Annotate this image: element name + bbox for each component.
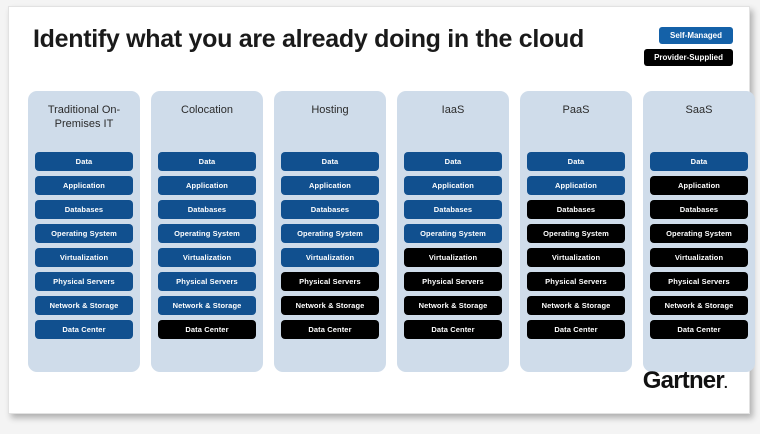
layer-pill: Physical Servers: [281, 272, 379, 291]
slide-card: Identify what you are already doing in t…: [8, 6, 755, 414]
gartner-logo-text: Gartner: [642, 367, 725, 394]
layer-pill: Network & Storage: [650, 296, 748, 315]
layer-pill: Data Center: [527, 320, 625, 339]
column-header: Hosting: [311, 104, 349, 116]
layer-pill: Operating System: [281, 224, 379, 243]
layer-pill: Application: [527, 176, 625, 195]
column-header: PaaS: [562, 104, 590, 116]
layer-pill: Application: [35, 176, 133, 195]
layer-pill: Virtualization: [158, 248, 256, 267]
column-header: Colocation: [181, 104, 233, 116]
layer-pill: Network & Storage: [158, 296, 256, 315]
layer-pill: Data: [404, 152, 502, 171]
layer-pill: Databases: [650, 200, 748, 219]
layer-pill: Databases: [281, 200, 379, 219]
layer-pill: Virtualization: [650, 248, 748, 267]
layer-pill: Data: [281, 152, 379, 171]
layer-pill: Operating System: [404, 224, 502, 243]
column-header: SaaS: [685, 104, 713, 116]
column-header: IaaS: [441, 104, 465, 116]
layer-pill: Data: [158, 152, 256, 171]
layer-pill: Virtualization: [404, 248, 502, 267]
legend-self-managed: Self-Managed: [659, 27, 733, 44]
gartner-logo: Gartner.: [642, 367, 728, 395]
layer-pill: Operating System: [650, 224, 748, 243]
layer-pill: Virtualization: [281, 248, 379, 267]
layer-pill: Virtualization: [527, 248, 625, 267]
legend-provider-supplied: Provider-Supplied: [644, 49, 733, 66]
layer-pill: Data: [527, 152, 625, 171]
layer-pill: Data Center: [35, 320, 133, 339]
layer-pill: Data Center: [281, 320, 379, 339]
layer-pill: Physical Servers: [404, 272, 502, 291]
layer-pill: Application: [281, 176, 379, 195]
layer-pill: Application: [404, 176, 502, 195]
layer-pill: Virtualization: [35, 248, 133, 267]
layer-pill: Databases: [35, 200, 133, 219]
layer-pill: Network & Storage: [281, 296, 379, 315]
layer-pill: Network & Storage: [527, 296, 625, 315]
layer-pill: Databases: [404, 200, 502, 219]
layer-pill: Application: [650, 176, 748, 195]
layer-pill: Operating System: [35, 224, 133, 243]
layer-pill: Network & Storage: [35, 296, 133, 315]
gartner-logo-mark: .: [723, 375, 728, 391]
layer-pill: Data Center: [158, 320, 256, 339]
layer-pill: Operating System: [158, 224, 256, 243]
layer-pill: Physical Servers: [527, 272, 625, 291]
layer-pill: Physical Servers: [158, 272, 256, 291]
layer-pill: Data: [35, 152, 133, 171]
layer-pill: Databases: [158, 200, 256, 219]
layer-pill: Data Center: [650, 320, 748, 339]
page-title: Identify what you are already doing in t…: [33, 25, 584, 53]
column-header: Traditional On-Premises IT: [47, 104, 121, 131]
layer-pill: Operating System: [527, 224, 625, 243]
layer-pill: Data Center: [404, 320, 502, 339]
legend: Self-Managed Provider-Supplied: [644, 27, 733, 66]
layer-pill: Databases: [527, 200, 625, 219]
layer-pill: Application: [158, 176, 256, 195]
layer-pill: Physical Servers: [35, 272, 133, 291]
layer-pill: Physical Servers: [650, 272, 748, 291]
layer-pill: Network & Storage: [404, 296, 502, 315]
layer-pill: Data: [650, 152, 748, 171]
